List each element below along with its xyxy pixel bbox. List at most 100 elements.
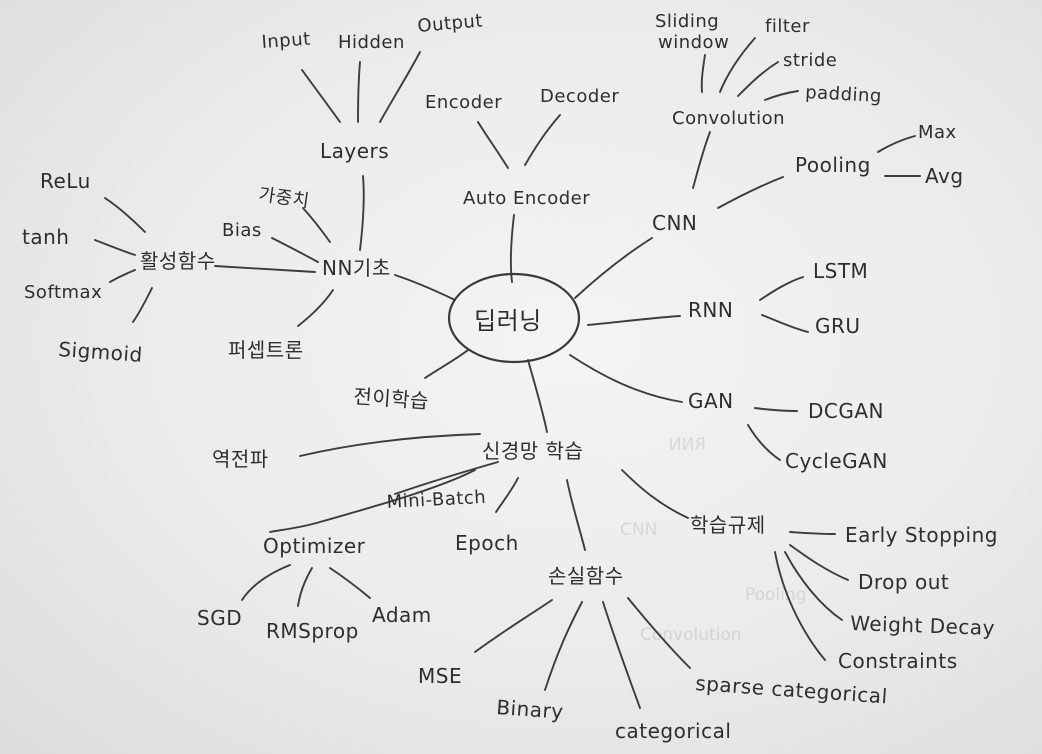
node-weight-decay: Weight Decay [850, 611, 996, 640]
node-minibatch: Mini-Batch [386, 487, 487, 513]
line-reg-constraints [774, 551, 826, 661]
line-training-optimizer [269, 469, 476, 533]
node-gan: GAN [688, 389, 734, 413]
node-weight: 가중치 [257, 184, 311, 212]
node-backprop: 역전파 [212, 447, 269, 471]
node-nn-basics: NN기초 [322, 256, 391, 280]
line-convolution-padding [764, 90, 799, 101]
line-center-gan [569, 354, 683, 403]
line-gan-cyclegan [747, 424, 781, 461]
line-cnn-pooling [717, 176, 784, 209]
line-optimizer-adam [329, 567, 371, 599]
line-gan-dcgan [754, 407, 798, 412]
node-labels: NN기초 Layers Input Hidden Output 가중치 Bias… [22, 10, 997, 743]
line-autoencoder-encoder [477, 121, 509, 169]
node-cnn: CNN [652, 211, 697, 235]
line-center-nnbasics [394, 274, 456, 301]
line-center-rnn [587, 315, 681, 326]
node-rmsprop: RMSprop [266, 619, 359, 643]
line-rnn-gru [761, 314, 809, 333]
node-transfer: 전이학습 [353, 384, 430, 413]
line-layers-input [301, 69, 341, 123]
line-reg-earlystop [789, 531, 836, 535]
line-nnbasics-layers [359, 175, 365, 251]
node-perceptron: 퍼셉트론 [228, 338, 304, 362]
node-autoencoder: Auto Encoder [463, 188, 590, 209]
node-sgd: SGD [197, 606, 242, 630]
node-hidden: Hidden [338, 32, 405, 53]
line-center-training [527, 359, 548, 433]
node-relu: ReLu [40, 169, 91, 193]
center-node: 딥러닝 [447, 272, 581, 364]
node-regularization: 학습규제 [690, 513, 766, 537]
line-layers-hidden [357, 61, 361, 123]
line-nnbasics-activation [214, 265, 316, 273]
node-filter: filter [765, 16, 810, 37]
line-convolution-filter [719, 37, 756, 93]
line-activation-tanh [94, 239, 136, 256]
node-activation: 활성함수 [140, 249, 216, 273]
node-sparse-categorical: sparse categorical [695, 671, 889, 708]
connector-lines [94, 37, 921, 709]
node-softmax: Softmax [24, 282, 102, 303]
ghost-text-layer: RNN CNN Convolution Pooling [620, 435, 806, 645]
center-ellipse [447, 272, 581, 364]
node-dcgan: DCGAN [808, 399, 884, 423]
node-gru: GRU [815, 314, 861, 338]
line-training-loss [566, 479, 586, 551]
line-cnn-convolution [692, 131, 711, 189]
node-nn-training: 신경망 학습 [482, 439, 583, 463]
node-constraints: Constraints [838, 649, 958, 673]
ghost-text: Convolution [640, 625, 742, 645]
line-center-transfer [424, 349, 469, 379]
ghost-text: CNN [620, 520, 657, 540]
node-cyclegan: CycleGAN [785, 449, 888, 473]
node-avg: Avg [925, 164, 964, 188]
node-bias: Bias [222, 220, 262, 241]
line-activation-sigmoid [132, 287, 153, 323]
node-max: Max [918, 122, 957, 143]
line-activation-softmax [109, 269, 136, 283]
line-pooling-max [877, 135, 916, 153]
line-nnbasics-bias [271, 237, 319, 263]
node-sliding-window-1: Sliding [655, 11, 719, 32]
line-center-cnn [574, 237, 653, 299]
node-categorical: categorical [615, 719, 731, 743]
ghost-text: RNN [669, 435, 706, 455]
line-training-epoch [495, 477, 519, 513]
line-loss-sparse [627, 597, 691, 669]
line-training-backprop [299, 433, 481, 457]
line-loss-categorical [602, 601, 641, 709]
center-label: 딥러닝 [474, 307, 542, 335]
node-sliding-window-2: window [658, 32, 729, 53]
line-layers-output [379, 51, 421, 123]
node-mse: MSE [418, 664, 462, 688]
node-padding: padding [805, 82, 883, 107]
node-dropout: Drop out [858, 570, 949, 594]
line-reg-dropout [789, 544, 849, 581]
line-center-autoencoder [510, 214, 515, 283]
line-autoencoder-decoder [524, 114, 561, 166]
node-layers: Layers [320, 139, 389, 163]
node-pooling: Pooling [795, 153, 871, 177]
line-training-minibatch-pre [394, 461, 499, 495]
node-output: Output [417, 10, 484, 37]
line-convolution-stride [737, 61, 779, 97]
node-adam: Adam [372, 603, 432, 627]
line-nnbasics-weight [302, 207, 331, 243]
node-binary: Binary [496, 695, 565, 724]
node-input: Input [261, 29, 311, 53]
line-rnn-lstm [759, 276, 804, 301]
node-tanh: tanh [22, 225, 69, 249]
node-loss: 손실함수 [548, 564, 624, 588]
node-stride: stride [783, 50, 837, 71]
node-convolution: Convolution [672, 108, 785, 129]
line-optimizer-sgd [241, 564, 291, 601]
node-epoch: Epoch [455, 531, 519, 555]
line-nnbasics-perceptron [297, 289, 334, 327]
node-rnn: RNN [688, 298, 733, 322]
node-encoder: Encoder [425, 92, 502, 113]
node-optimizer: Optimizer [263, 534, 366, 558]
